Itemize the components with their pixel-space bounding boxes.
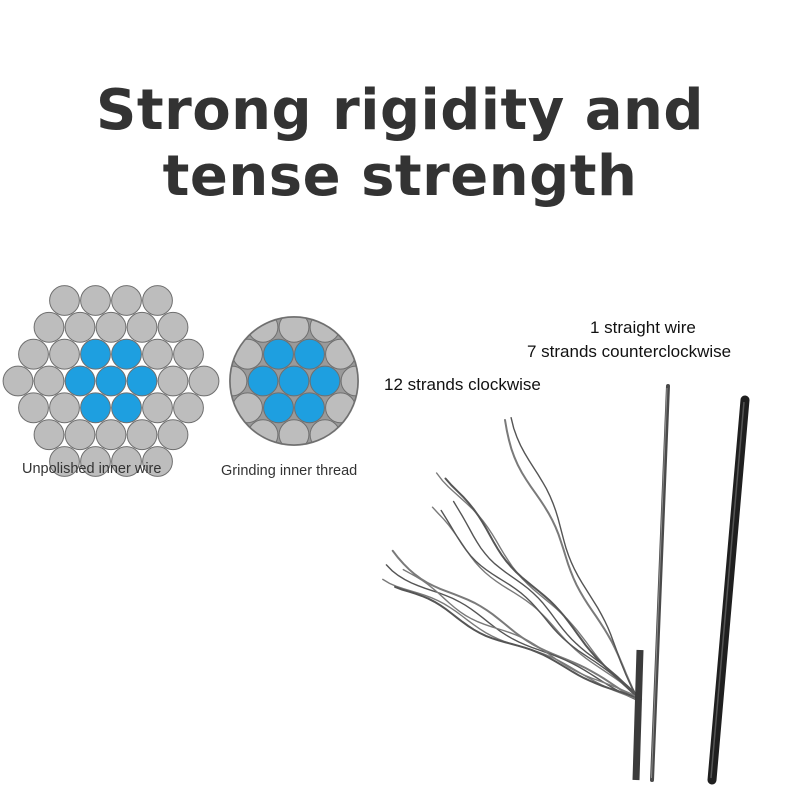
- ground-outline: [229, 316, 359, 446]
- ground-outer-strand: [356, 338, 358, 370]
- ground-outer-strand: [230, 317, 248, 343]
- unpolished-outer-strand: [157, 365, 189, 397]
- unpolished-inner-strand: [80, 392, 111, 424]
- strand-wire: [435, 472, 641, 701]
- ground-outer-strand: [264, 286, 294, 316]
- unpolished-outer-strand: [157, 419, 189, 451]
- ground-outer-strand: [230, 338, 232, 370]
- unpolished-outer-strand: [126, 311, 158, 343]
- ground-outer-strand: [232, 392, 263, 424]
- unpolished-outer-strand: [18, 338, 49, 370]
- unpolished-outer-strand: [49, 392, 80, 424]
- straight-wire-label: 1 straight wire: [590, 318, 696, 337]
- strands-clockwise-label: 12 strands clockwise: [384, 375, 541, 394]
- ground-outer-strand: [325, 392, 356, 424]
- unpolished-outer-strand: [142, 392, 173, 424]
- thick-wire: [707, 395, 750, 785]
- strand-bundle-base: [632, 649, 644, 781]
- ground-outer-strand: [295, 286, 325, 316]
- ground-outer-strand: [232, 338, 263, 370]
- unpolished-cross-section-diagram: [2, 285, 220, 477]
- ground-outer-strand: [247, 317, 279, 343]
- unpolished-outer-strand: [33, 311, 65, 343]
- unraveled-strands: [382, 417, 643, 703]
- unpolished-outer-strand: [64, 419, 96, 451]
- ground-outer-strand: [325, 338, 356, 370]
- ground-outer-strand: [340, 419, 358, 445]
- strand-wire: [440, 509, 641, 701]
- strand-wire: [402, 568, 642, 700]
- unpolished-outer-strand: [173, 392, 204, 424]
- strand-wire: [391, 549, 641, 703]
- unpolished-outer-strand: [157, 311, 189, 343]
- ground-outer-strand: [247, 419, 279, 445]
- ground-outer-strand: [278, 317, 310, 343]
- unpolished-outer-strand: [173, 338, 204, 370]
- unpolished-outer-strand: [49, 338, 80, 370]
- ground-outer-strand: [326, 286, 356, 316]
- ground-outer-strand: [340, 317, 358, 343]
- unpolished-outer-strand: [33, 419, 65, 451]
- unpolished-inner-strand: [111, 392, 142, 424]
- ground-inner-strand: [263, 392, 294, 424]
- unpolished-outer-strand: [188, 365, 220, 397]
- unpolished-outer-strand: [95, 419, 127, 451]
- headline-line-1: Strong rigidity and: [95, 78, 705, 143]
- unpolished-outer-strand: [2, 365, 34, 397]
- ground-inner-strand: [247, 365, 279, 397]
- ground-outer-strand: [230, 419, 248, 445]
- ground-outer-strand: [230, 365, 248, 397]
- ground-outer-strand: [340, 365, 358, 397]
- unpolished-inner-strand: [64, 365, 96, 397]
- strand-wire: [385, 564, 641, 702]
- ground-inner-strand: [294, 338, 325, 370]
- ground-outer-strand: [233, 286, 263, 316]
- strands-counterclockwise-label: 7 strands counterclockwise: [527, 342, 732, 361]
- unpolished-caption: Unpolished inner wire: [22, 461, 162, 477]
- unpolished-outer-strand: [142, 338, 173, 370]
- unpolished-inner-strand: [111, 338, 142, 370]
- unpolished-outer-strand: [80, 285, 111, 316]
- ground-inner-strand: [309, 365, 341, 397]
- strand-wire: [394, 585, 642, 700]
- unpolished-outer-strand: [64, 311, 96, 343]
- unpolished-outer-strand: [95, 311, 127, 343]
- wire-illustration: [382, 384, 750, 785]
- ground-inner-strand: [294, 392, 325, 424]
- ground-outer-strand: [278, 419, 310, 445]
- thin-straight-wire: [650, 384, 670, 782]
- unpolished-outer-strand: [33, 365, 65, 397]
- ground-outer-strand: [230, 392, 232, 424]
- ground-outer-strand: [356, 392, 358, 424]
- unpolished-inner-strand: [126, 365, 158, 397]
- strand-wire: [504, 419, 640, 702]
- unpolished-outer-strand: [126, 419, 158, 451]
- unpolished-outer-strand: [49, 446, 80, 477]
- unpolished-outer-strand: [80, 446, 111, 477]
- unpolished-outer-strand: [18, 392, 49, 424]
- unpolished-outer-strand: [111, 285, 142, 316]
- ground-inner-strand: [278, 365, 310, 397]
- headline-line-2: tense strength: [162, 144, 638, 209]
- strand-wire: [510, 417, 640, 702]
- unpolished-outer-strand: [111, 446, 142, 477]
- unpolished-outer-strand: [142, 285, 173, 316]
- unpolished-inner-strand: [95, 365, 127, 397]
- unpolished-outer-strand: [49, 285, 80, 316]
- ground-inner-strand: [263, 338, 294, 370]
- unpolished-outer-strand: [142, 446, 173, 477]
- ground-outer-strand: [309, 419, 341, 445]
- strand-wire: [444, 477, 643, 701]
- headline: Strong rigidity and tense strength: [0, 78, 800, 210]
- strand-wire: [452, 500, 641, 701]
- unpolished-inner-strand: [80, 338, 111, 370]
- ground-outer-strand: [309, 317, 341, 343]
- grinding-caption: Grinding inner thread: [221, 463, 358, 479]
